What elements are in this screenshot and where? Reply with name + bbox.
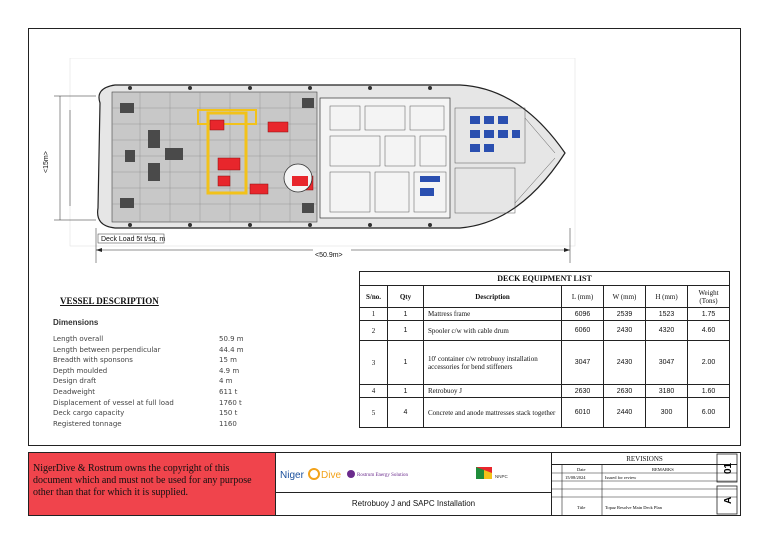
- project-title: Retrobuoy J and SAPC Installation: [275, 493, 551, 515]
- rostrum-logo-icon: [347, 470, 355, 478]
- title-block: NigerDive & Rostrum owns the copyright o…: [28, 452, 741, 516]
- sheet-letter: A: [723, 497, 734, 504]
- dimensions-heading: Dimensions: [53, 318, 99, 327]
- nigerdive-logo-text-a: Niger: [280, 470, 305, 481]
- revision-code: 01: [723, 462, 734, 474]
- col-header: W (mm): [603, 285, 646, 308]
- copyright-notice: NigerDive & Rostrum owns the copyright o…: [29, 453, 275, 515]
- nnpc-logo-icon: [476, 467, 492, 479]
- revisions-panel: REVISIONS Date REMARKS 15/08/2024 Issued…: [551, 453, 737, 515]
- drawing-title: Topaz Resolve Main Deck Plan: [605, 505, 663, 510]
- sheet-code-column: 01 A: [713, 452, 741, 516]
- table-title: DECK EQUIPMENT LIST: [358, 271, 731, 286]
- rostrum-logo-text: Rostrum Energy Solution: [357, 473, 409, 478]
- date-label: Date: [577, 467, 586, 472]
- remarks-label: REMARKS: [652, 467, 674, 472]
- vessel-description-heading: VESSEL DESCRIPTION: [60, 296, 159, 306]
- nnpc-logo-text: NNPC: [495, 474, 509, 479]
- col-header: Weight (Tons): [686, 285, 731, 308]
- deck-load-note: Deck Load 5t t/sq. m: [101, 236, 165, 243]
- revisions-heading: REVISIONS: [552, 453, 737, 465]
- drawing-frame: [28, 28, 741, 446]
- length-dimension: <50.9m>: [315, 252, 343, 259]
- col-header: Description: [423, 285, 562, 308]
- title-label: Title: [577, 505, 585, 510]
- logo-strip: Niger Dive Rostrum Energy Solution NNPC: [275, 453, 551, 493]
- deck-plan: Deck Load 5t t/sq. m <15m> <50.9m>: [40, 58, 585, 268]
- revision-date: 15/08/2024: [565, 475, 586, 480]
- col-header: L (mm): [561, 285, 604, 308]
- col-header: Qty: [387, 285, 424, 308]
- revision-remark: Issued for review: [605, 475, 637, 480]
- nigerdive-logo-text-b: Dive: [321, 470, 341, 481]
- col-header: S/no.: [359, 285, 388, 308]
- deck-plan-drawing: Deck Load 5t t/sq. m <15m> <50.9m>: [43, 58, 576, 263]
- nigerdive-logo-icon: [308, 468, 320, 480]
- breadth-dimension: <15m>: [43, 151, 50, 173]
- col-header: H (mm): [645, 285, 688, 308]
- deck-equipment-table: DECK EQUIPMENT LIST S/no. Qty Descriptio…: [358, 271, 731, 428]
